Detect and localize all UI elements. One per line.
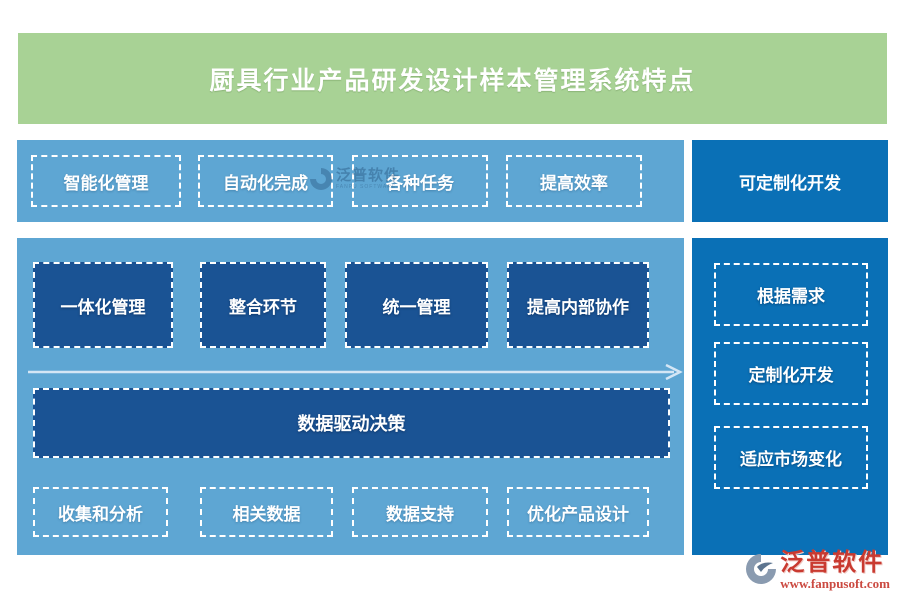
right-feature-panel: 根据需求 定制化开发 适应市场变化 [692, 238, 888, 555]
navy-box-label: 整合环节 [229, 297, 297, 317]
navy-box-unified-management: 统一管理 [345, 262, 488, 348]
navy-box-integrate-links: 整合环节 [200, 262, 326, 348]
navy-bar-label: 数据驱动决策 [297, 414, 406, 434]
feature-label: 收集和分析 [58, 504, 143, 524]
top-feature-panel: 智能化管理 自动化完成 各种任务 提高效率 泛普软件 FANPU SOFTWAR… [17, 140, 684, 222]
right-box-adapt-market: 适应市场变化 [714, 426, 868, 489]
fanpu-logo: 泛普软件 www.fanpusoft.com [745, 550, 890, 592]
data-driven-decision-bar: 数据驱动决策 [33, 388, 670, 458]
feature-label: 优化产品设计 [527, 504, 629, 524]
feature-box-smart-management: 智能化管理 [31, 155, 181, 207]
feature-box-optimize-product-design: 优化产品设计 [507, 487, 649, 537]
main-feature-panel: 一体化管理 整合环节 统一管理 提高内部协作 数据驱动决策 收集和分析 相关数据… [17, 238, 684, 555]
fanpu-logo-icon [746, 553, 777, 584]
right-box-label: 根据需求 [757, 287, 825, 306]
right-box-label: 定制化开发 [748, 366, 834, 385]
feature-label: 相关数据 [232, 504, 301, 524]
right-box-customized-dev: 定制化开发 [714, 342, 868, 405]
flow-arrow-icon [28, 364, 683, 380]
feature-box-auto-complete: 自动化完成 [198, 155, 333, 207]
title-banner: 厨具行业产品研发设计样本管理系统特点 [18, 33, 887, 124]
navy-box-label: 提高内部协作 [527, 297, 629, 317]
right-box-label: 适应市场变化 [740, 450, 842, 469]
feature-box-collect-analyze: 收集和分析 [33, 487, 168, 537]
feature-label: 各种任务 [386, 173, 454, 193]
right-box-per-requirements: 根据需求 [714, 263, 868, 326]
feature-label: 智能化管理 [63, 173, 149, 193]
feature-box-related-data: 相关数据 [200, 487, 333, 537]
feature-box-data-support: 数据支持 [352, 487, 488, 537]
feature-box-various-tasks: 各种任务 [352, 155, 488, 207]
right-header-label: 可定制化开发 [739, 173, 841, 193]
feature-label: 提高效率 [540, 173, 608, 193]
navy-box-internal-collaboration: 提高内部协作 [507, 262, 649, 348]
navy-box-label: 一体化管理 [60, 297, 146, 317]
fanpu-logo-name: 泛普软件 [780, 548, 885, 576]
feature-label: 数据支持 [386, 504, 454, 524]
navy-box-label: 统一管理 [382, 297, 451, 317]
customizable-dev-header-box: 可定制化开发 [692, 140, 888, 222]
page-title: 厨具行业产品研发设计样本管理系统特点 [209, 66, 696, 95]
feature-label: 自动化完成 [223, 173, 308, 193]
feature-box-improve-efficiency: 提高效率 [506, 155, 642, 207]
fanpu-logo-url: www.fanpusoft.com [780, 576, 890, 591]
navy-box-integrated-management: 一体化管理 [33, 262, 173, 348]
